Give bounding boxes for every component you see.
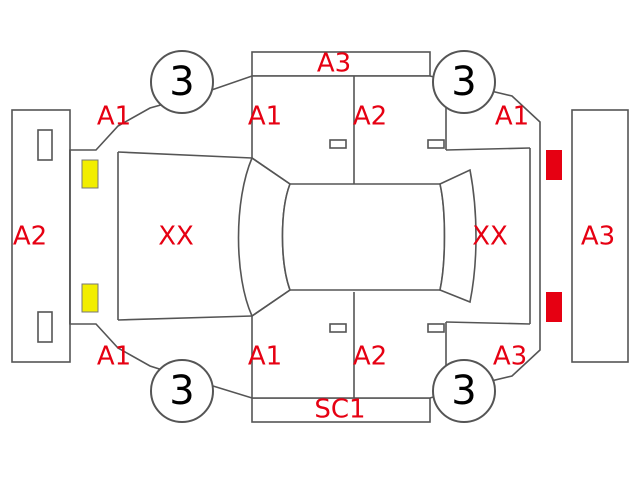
wheel-rear-left: 3 (432, 50, 496, 114)
wheel-front-right-label: 3 (169, 368, 194, 414)
wheel-front-right: 3 (150, 359, 214, 423)
label-front-bumper: A2 (13, 222, 47, 252)
label-left-front-fender: A1 (97, 102, 131, 132)
label-right-front-door: A1 (248, 342, 282, 372)
rear-bumper (571, 109, 629, 363)
rear-lamp-lower (546, 292, 562, 322)
wheel-rear-left-label: 3 (451, 59, 476, 105)
wheel-front-left-label: 3 (169, 59, 194, 105)
front-bumper (11, 109, 71, 363)
car-body (69, 75, 541, 399)
wheel-front-left: 3 (150, 50, 214, 114)
label-rocker-bottom: SC1 (314, 395, 365, 425)
rear-lamp-upper (546, 150, 562, 180)
label-right-rear-fender: A3 (493, 342, 527, 372)
label-left-front-door: A1 (248, 102, 282, 132)
label-trunk: XX (472, 222, 508, 252)
label-rear-bumper: A3 (581, 222, 615, 252)
roof-rail-top (251, 51, 431, 77)
front-lamp-lower (81, 283, 99, 313)
label-right-rear-door: A2 (353, 342, 387, 372)
label-left-rear-fender: A1 (495, 102, 529, 132)
label-left-rear-door: A2 (353, 102, 387, 132)
wheel-rear-right-label: 3 (451, 368, 476, 414)
label-right-front-fender: A1 (97, 342, 131, 372)
wheel-rear-right: 3 (432, 359, 496, 423)
front-lamp-upper (81, 159, 99, 189)
label-roof-top: A3 (317, 49, 351, 79)
label-hood: XX (158, 222, 194, 252)
